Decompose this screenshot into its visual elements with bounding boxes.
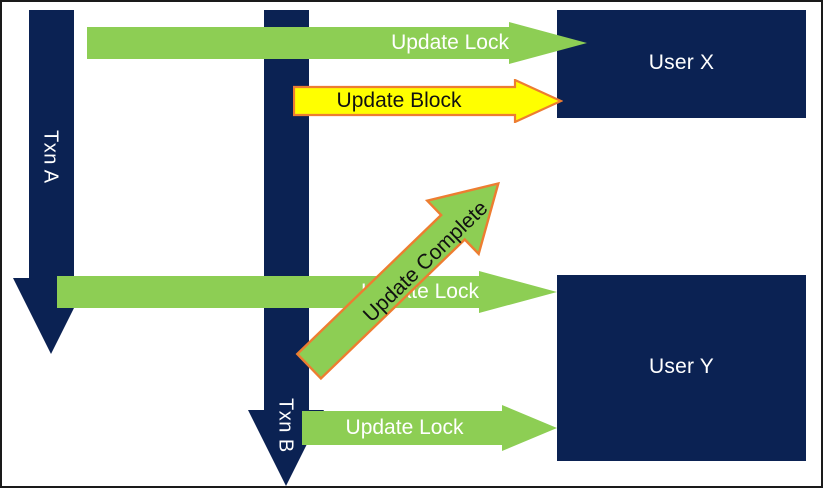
txn-b-arrow-shape bbox=[248, 10, 324, 486]
arrow-update-block: Update Block bbox=[293, 79, 563, 123]
right-arrow-icon bbox=[57, 271, 557, 313]
txn-a-label: Txn A bbox=[39, 130, 62, 184]
arrow-update-block-shape bbox=[293, 79, 563, 123]
user-y-box: User Y bbox=[557, 275, 806, 461]
txn-a-arrow: Txn A bbox=[13, 10, 89, 354]
right-arrow-icon bbox=[293, 79, 563, 123]
right-arrow-icon bbox=[87, 22, 587, 64]
right-arrow-icon bbox=[302, 405, 557, 451]
arrow-update-lock-middle-shape bbox=[57, 271, 557, 313]
arrow-update-lock-top-shape bbox=[87, 22, 587, 64]
arrow-update-lock-bottom: Update Lock bbox=[302, 405, 557, 451]
user-x-label: User X bbox=[648, 51, 715, 74]
down-arrow-icon bbox=[13, 10, 89, 354]
txn-b-label: Txn B bbox=[274, 398, 297, 453]
txn-b-arrow: Txn B bbox=[248, 10, 324, 486]
down-arrow-icon bbox=[248, 10, 324, 486]
arrow-update-lock-top: Update Lock bbox=[87, 22, 587, 64]
arrow-update-complete: Update Complete bbox=[292, 142, 542, 382]
user-y-label: User Y bbox=[649, 355, 714, 378]
arrow-update-lock-bottom-shape bbox=[302, 405, 557, 451]
up-right-arrow-icon bbox=[295, 181, 500, 381]
txn-a-arrow-shape bbox=[13, 10, 89, 354]
arrow-update-complete-shape bbox=[295, 181, 500, 381]
user-x-box: User X bbox=[557, 10, 806, 118]
